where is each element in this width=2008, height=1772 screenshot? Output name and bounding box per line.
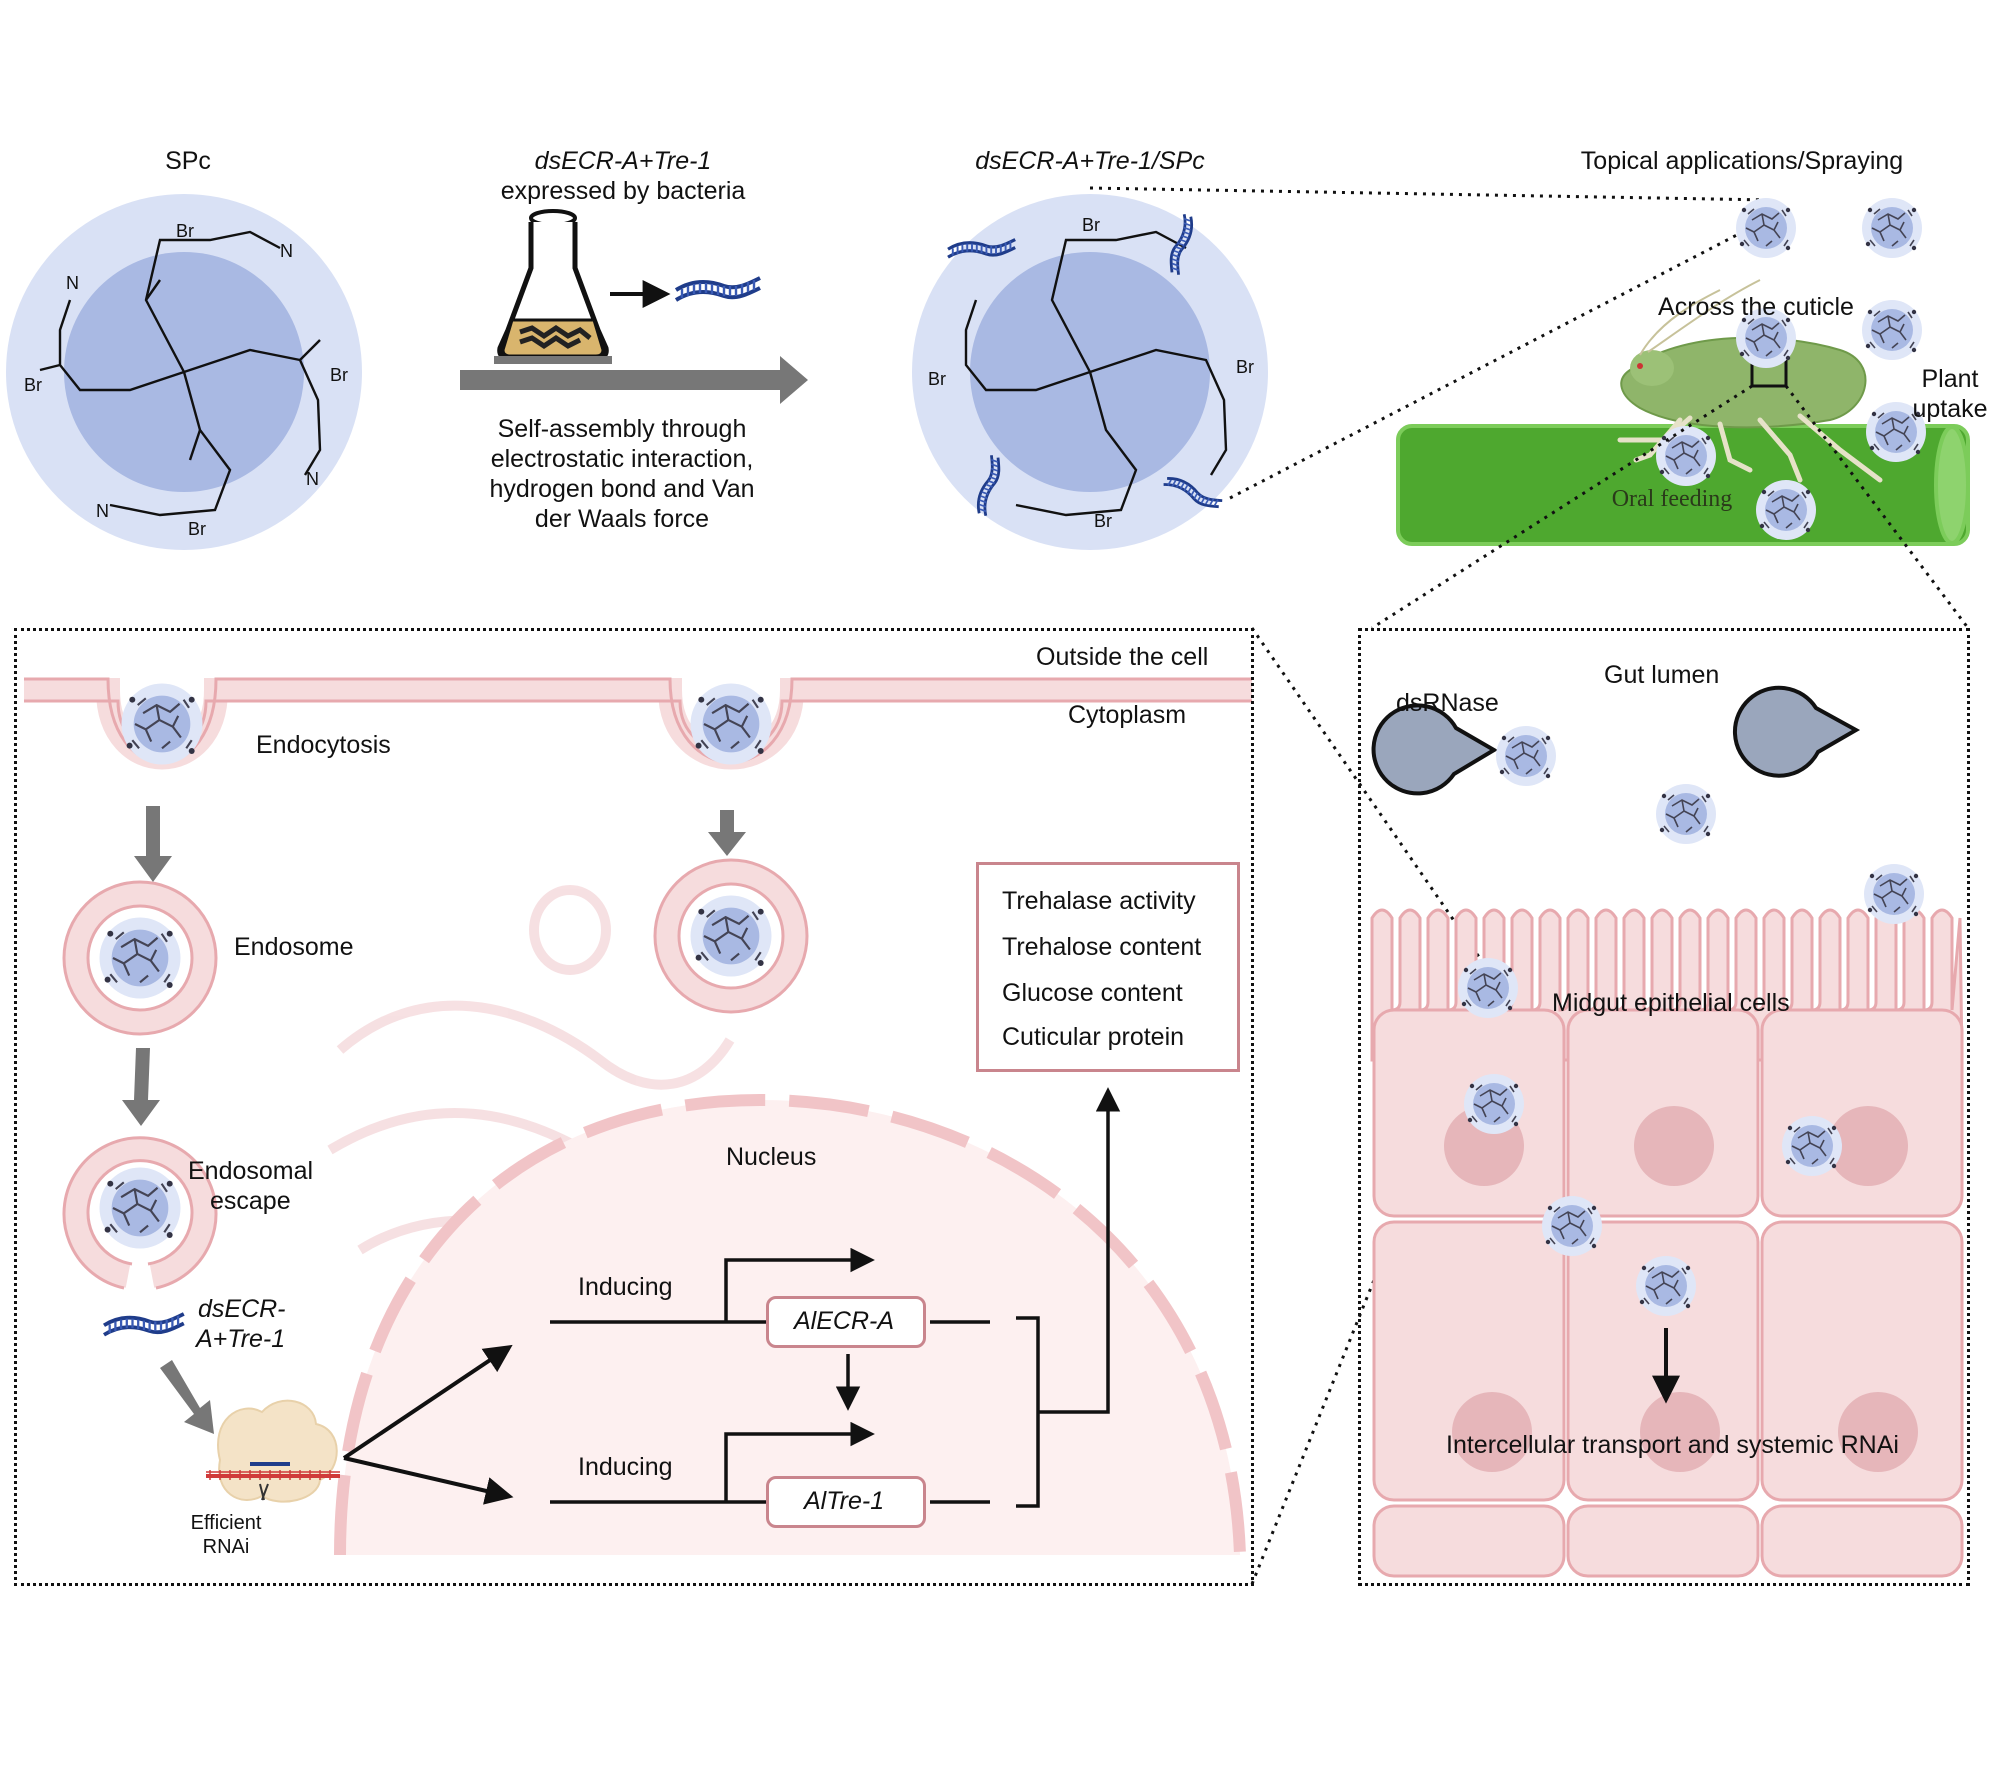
- chem-n-1: N: [280, 241, 293, 261]
- epithelial-label: Midgut epithelial cells: [1552, 989, 1790, 1017]
- self-assembly-line-3: hydrogen bond and Van: [489, 475, 755, 503]
- gene-label-2: AlTre-1: [804, 1487, 885, 1515]
- process-arrows: [122, 806, 746, 1434]
- gut-panel: [1358, 628, 1970, 1586]
- endocytosis-label: Endocytosis: [256, 731, 391, 759]
- oral-feeding-label: Oral feeding: [1611, 486, 1733, 512]
- chem-br-8: Br: [1094, 511, 1112, 531]
- endosome-escape: [62, 1136, 218, 1290]
- nanoparticle-1: [1735, 197, 1797, 259]
- self-assembly-line-4: der Waals force: [534, 505, 710, 533]
- inducing-label-2: Inducing: [578, 1453, 673, 1481]
- escape-label-1: Endosomal: [188, 1157, 314, 1185]
- endosome-label: Endosome: [234, 933, 354, 961]
- zoom-lines-gut: [1371, 384, 1970, 630]
- rnai-label-2: RNAi: [202, 1536, 250, 1558]
- gut-epithelium: [1370, 908, 1964, 1578]
- ds-label-2: A+Tre-1: [196, 1325, 286, 1353]
- nanoparticle-3: [1861, 299, 1923, 361]
- spc-particle: [6, 194, 362, 550]
- transport-label: Intercellular transport and systemic RNA…: [1446, 1431, 1899, 1459]
- inducing-label-1: Inducing: [578, 1273, 673, 1301]
- complex-particle: [912, 194, 1268, 550]
- self-assembly-line-2: electrostatic interaction,: [490, 445, 754, 473]
- self-assembly-arrow: [460, 356, 808, 404]
- spc-title: SPc: [165, 147, 211, 175]
- flask-icon: [494, 209, 612, 364]
- chem-br-5: Br: [1082, 215, 1100, 235]
- dsrna-icon: [674, 276, 762, 302]
- dsrnase-enzyme-2: [1732, 685, 1861, 778]
- chem-n-3: N: [306, 469, 319, 489]
- zoom-lines-cell: [1250, 627, 1490, 1585]
- chem-br-1: Br: [176, 221, 194, 241]
- bacteria-title-2: expressed by bacteria: [500, 177, 746, 205]
- cell-panel: [14, 628, 1254, 1586]
- chem-br-2: Br: [24, 375, 42, 395]
- gene-box-1: [766, 1296, 926, 1348]
- gene-label-1: AlECR-A: [794, 1307, 895, 1335]
- ds-label-1: dsECR-: [198, 1295, 286, 1323]
- nucleus-label: Nucleus: [726, 1143, 817, 1171]
- endosome-left: [62, 880, 218, 1036]
- dsrnase-enzyme-1: [1371, 703, 1498, 796]
- branch-arrow-1: [342, 1344, 513, 1460]
- chem-br-7: Br: [1236, 357, 1254, 377]
- cuticle-label: Across the cuticle: [1658, 293, 1854, 321]
- zoom-lines-top: [1089, 186, 1771, 500]
- self-assembly-line-1: Self-assembly through: [497, 415, 747, 443]
- outside-cell-label: Outside the cell: [1036, 643, 1209, 671]
- chem-br-4: Br: [188, 519, 206, 539]
- dsrnase-label: dsRNase: [1396, 689, 1499, 717]
- effect-label-2: Trehalose content: [1002, 933, 1202, 961]
- chem-br-6: Br: [928, 369, 946, 389]
- chem-n-4: N: [96, 501, 109, 521]
- endosome-right: [653, 858, 809, 1014]
- effect-label-4: Cuticular protein: [1002, 1023, 1185, 1051]
- rnai-label-1: Efficient: [190, 1512, 262, 1534]
- cytoplasm-label: Cytoplasm: [1068, 701, 1187, 729]
- gene-pathway: [550, 1087, 1121, 1508]
- dicer-icon: [206, 1399, 340, 1503]
- bacteria-title-1: dsECR-A+Tre-1: [534, 147, 712, 175]
- chem-br-3: Br: [330, 365, 348, 385]
- effect-label-3: Glucose content: [1002, 979, 1183, 1007]
- branch-arrow-2: [343, 1456, 514, 1505]
- plant-uptake-1: Plant: [1921, 365, 1979, 393]
- nanoparticle-6: [1655, 425, 1717, 487]
- escape-label-2: escape: [210, 1187, 291, 1215]
- nanoparticle-2: [1861, 197, 1923, 259]
- gut-lumen-label: Gut lumen: [1604, 661, 1720, 689]
- effects-box: [976, 862, 1240, 1072]
- chem-n-2: N: [66, 273, 79, 293]
- complex-title: dsECR-A+Tre-1/SPc: [975, 147, 1205, 175]
- spraying-label: Topical applications/Spraying: [1580, 147, 1904, 175]
- gene-box-2: [766, 1476, 926, 1528]
- plant-uptake-2: uptake: [1912, 395, 1988, 423]
- effect-label-1: Trehalase activity: [1002, 887, 1196, 915]
- nanoparticle-7: [1755, 479, 1817, 541]
